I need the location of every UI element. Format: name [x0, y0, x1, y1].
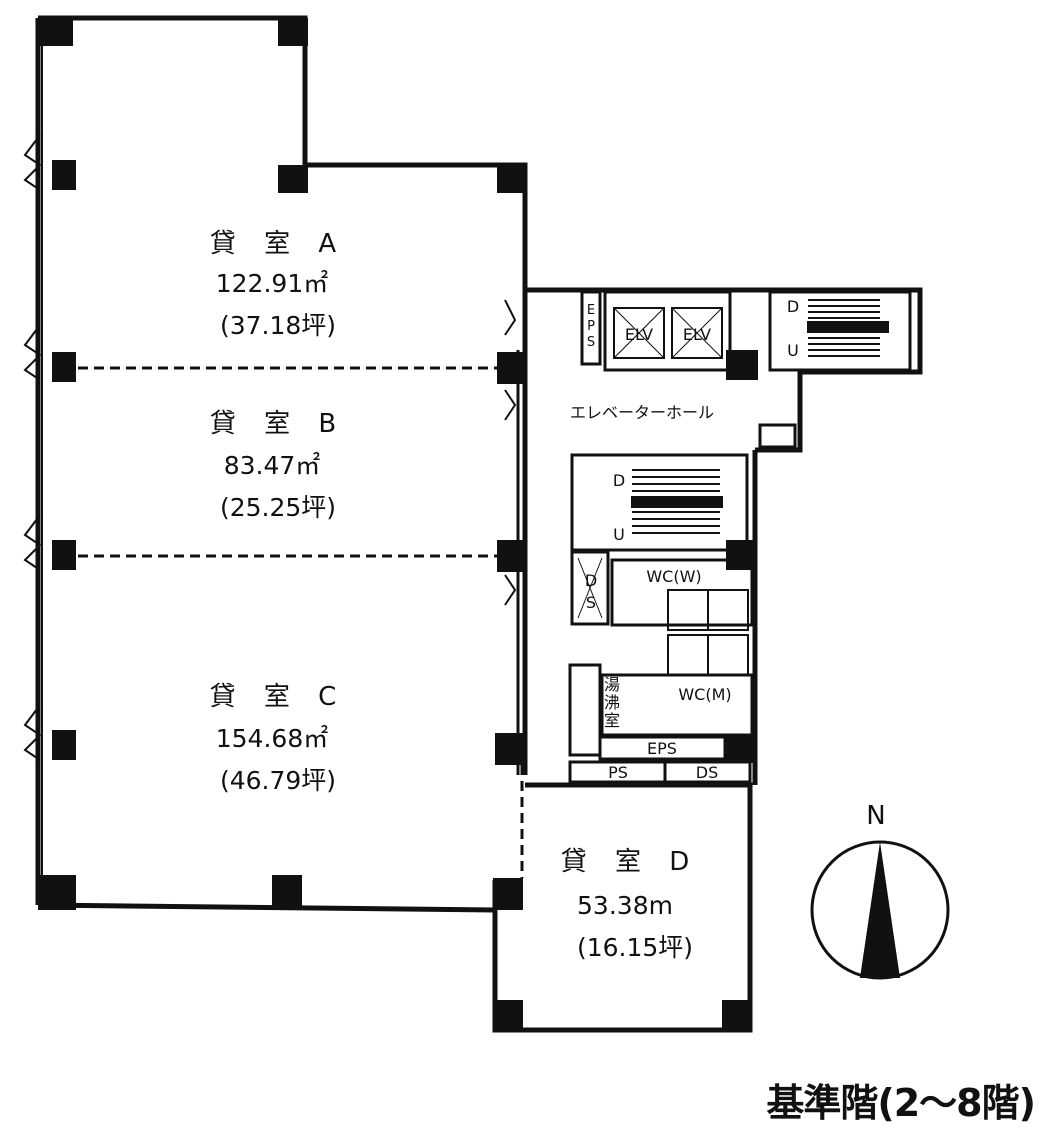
room-partitions: [78, 366, 524, 878]
room-c-label: 貸 室 C 154.68㎡ (46.79坪): [210, 682, 347, 795]
stair-treads-middle: [631, 469, 723, 534]
room-a-tsubo: (37.18坪): [220, 311, 336, 340]
room-c-tsubo: (46.79坪): [220, 766, 336, 795]
room-d-name: 貸 室 D: [561, 847, 700, 877]
wc-women-label: WC(W): [646, 567, 701, 586]
pantry-label-3: 室: [604, 711, 620, 730]
room-b-area: 83.47: [224, 451, 296, 480]
compass: N: [810, 801, 950, 980]
room-b-label: 貸 室 B 83.47㎡ (25.25坪): [210, 409, 346, 522]
compass-north: N: [866, 801, 885, 831]
room-a-name: 貸 室 A: [210, 229, 346, 259]
room-d-label: 貸 室 D 53.38m (16.15坪): [561, 847, 700, 962]
floor-title: 基準階(2〜8階): [766, 1081, 1036, 1125]
elv-2-label: ELV: [683, 325, 711, 344]
ds-label: DS: [696, 763, 718, 782]
room-d-tsubo: (16.15坪): [577, 933, 693, 962]
room-a-label: 貸 室 A 122.91㎡ (37.18坪): [210, 229, 346, 340]
pantry-label-1: 湯: [604, 675, 620, 694]
stair-top-down: D: [787, 297, 799, 316]
core-interior: [568, 290, 912, 784]
elevator-hall-label: エレベーターホール: [570, 403, 714, 422]
core-labels: エレベーターホール ELV ELV E P S D U D U D S WC(W…: [570, 297, 799, 782]
svg-text:122.91㎡: 122.91㎡: [216, 269, 329, 298]
window-marks: [23, 134, 517, 761]
room-b-unit: ㎡: [295, 451, 320, 480]
svg-text:154.68㎡: 154.68㎡: [216, 724, 329, 753]
stair-treads-top: [807, 299, 889, 357]
ps-label: PS: [608, 763, 628, 782]
wc-men-label: WC(M): [678, 685, 731, 704]
room-a-area: 122.91: [216, 269, 303, 298]
stair-mid-down: D: [613, 471, 625, 490]
eps-top-e: E: [587, 303, 595, 318]
ds-shaft-d: D: [585, 571, 597, 590]
room-c-unit: ㎡: [303, 724, 328, 753]
outer-walls: [35, 15, 923, 1033]
room-b-name: 貸 室 B: [210, 409, 346, 439]
elv-1-label: ELV: [625, 325, 653, 344]
room-b-tsubo: (25.25坪): [220, 493, 336, 522]
stair-top-up: U: [787, 341, 799, 360]
eps-top-s: S: [587, 335, 595, 350]
room-c-name: 貸 室 C: [210, 682, 347, 712]
room-d-area: 53.38m: [577, 891, 673, 920]
ds-shaft-s: S: [586, 593, 596, 612]
pantry-label-2: 沸: [604, 693, 620, 712]
stair-mid-up: U: [613, 525, 625, 544]
columns: [38, 18, 758, 1030]
compass-needle-icon: [860, 842, 900, 978]
room-a-unit: ㎡: [303, 269, 328, 298]
room-c-area: 154.68: [216, 724, 303, 753]
svg-text:83.47㎡: 83.47㎡: [224, 451, 321, 480]
eps-top-p: P: [587, 319, 595, 334]
eps-label: EPS: [647, 739, 677, 758]
